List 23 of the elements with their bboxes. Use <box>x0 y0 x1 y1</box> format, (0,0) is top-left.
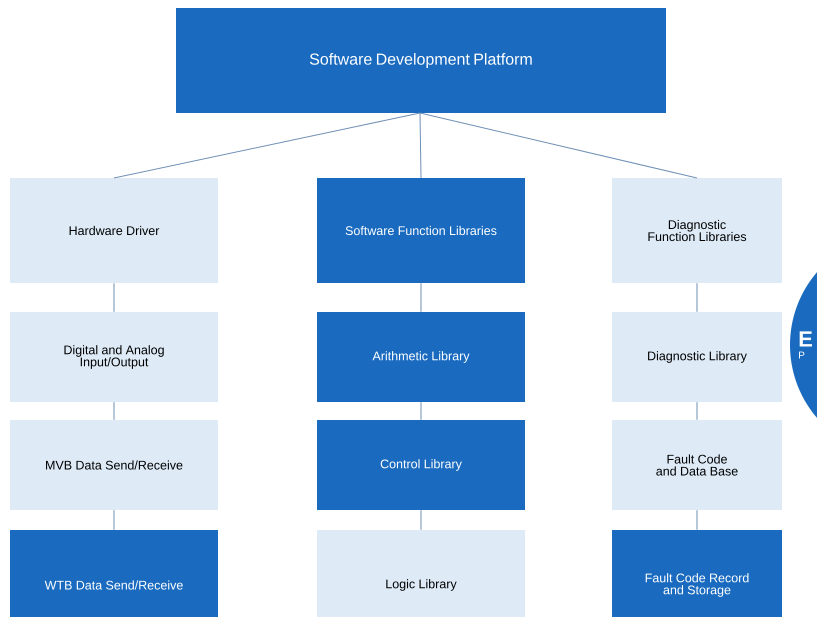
process-box: Software Development Platform <box>176 8 666 113</box>
connector-line <box>420 282 422 312</box>
process-box: Digital and Analog Input/Output <box>10 312 218 402</box>
process-box: MVB Data Send/Receive <box>10 420 218 510</box>
process-box: Software Function Libraries <box>317 178 525 283</box>
connector-line <box>696 510 698 530</box>
process-box: Hardware Driver <box>10 178 218 283</box>
connector-line <box>696 402 698 420</box>
process-box: Fault Code and Data Base <box>612 420 782 510</box>
process-box: Diagnostic Function Libraries <box>612 178 782 283</box>
process-box: Diagnostic Library <box>612 312 782 402</box>
connector-line <box>420 112 698 178</box>
process-box: Arithmetic Library <box>317 312 525 402</box>
connector-line <box>420 402 422 420</box>
connector-line <box>114 112 420 178</box>
process-box: Control Library <box>317 420 525 510</box>
connector-line <box>420 510 422 530</box>
process-box: Fault Code Record and Storage <box>612 530 782 617</box>
connector-line <box>696 282 698 312</box>
circle-badge: E P <box>790 233 817 457</box>
process-box: WTB Data Send/Receive <box>10 530 218 617</box>
connector-line <box>420 112 422 178</box>
process-box: Logic Library <box>317 530 525 617</box>
